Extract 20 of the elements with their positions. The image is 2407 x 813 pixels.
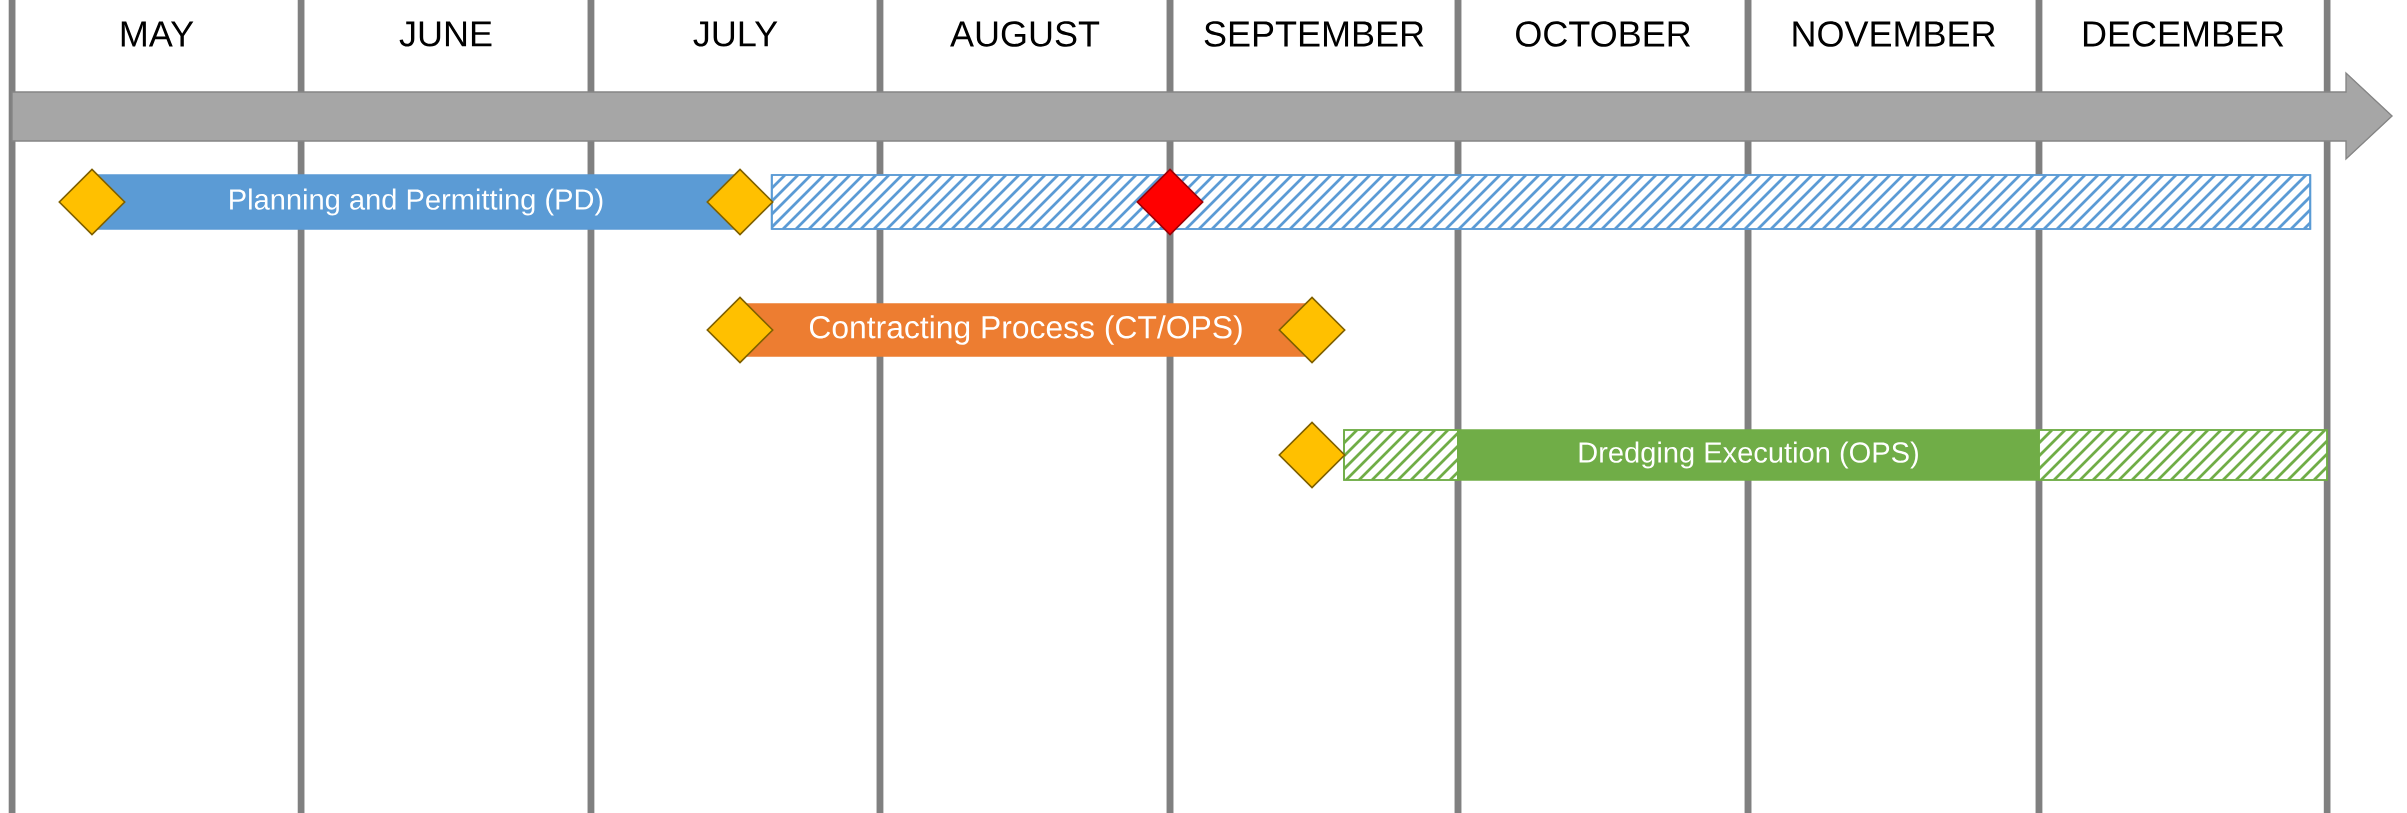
hatched-bar <box>770 174 2312 230</box>
task-bar: Contracting Process (CT/OPS) <box>739 303 1313 357</box>
month-label: AUGUST <box>950 21 1100 47</box>
month-label: NOVEMBER <box>1793 21 1995 47</box>
task-bar: Dredging Execution (OPS) <box>1457 429 2040 481</box>
milestone-diamond <box>58 168 126 236</box>
month-label: JULY <box>693 21 778 47</box>
month-label: JUNE <box>399 21 492 47</box>
task-bar: Planning and Permitting (PD) <box>91 174 742 230</box>
month-label: DECEMBER <box>2083 21 2284 47</box>
hatched-bar <box>1343 429 1459 481</box>
month-label: SEPTEMBER <box>1204 21 1424 47</box>
hatched-bar <box>2038 429 2328 481</box>
milestone-diamond <box>1278 296 1346 364</box>
milestone-diamond <box>706 168 774 236</box>
month-label: OCTOBER <box>1516 21 1691 47</box>
milestone-diamond <box>1136 168 1204 236</box>
milestone-diamond <box>1278 421 1346 489</box>
milestone-diamond <box>706 296 774 364</box>
month-label: MAY <box>121 21 194 47</box>
